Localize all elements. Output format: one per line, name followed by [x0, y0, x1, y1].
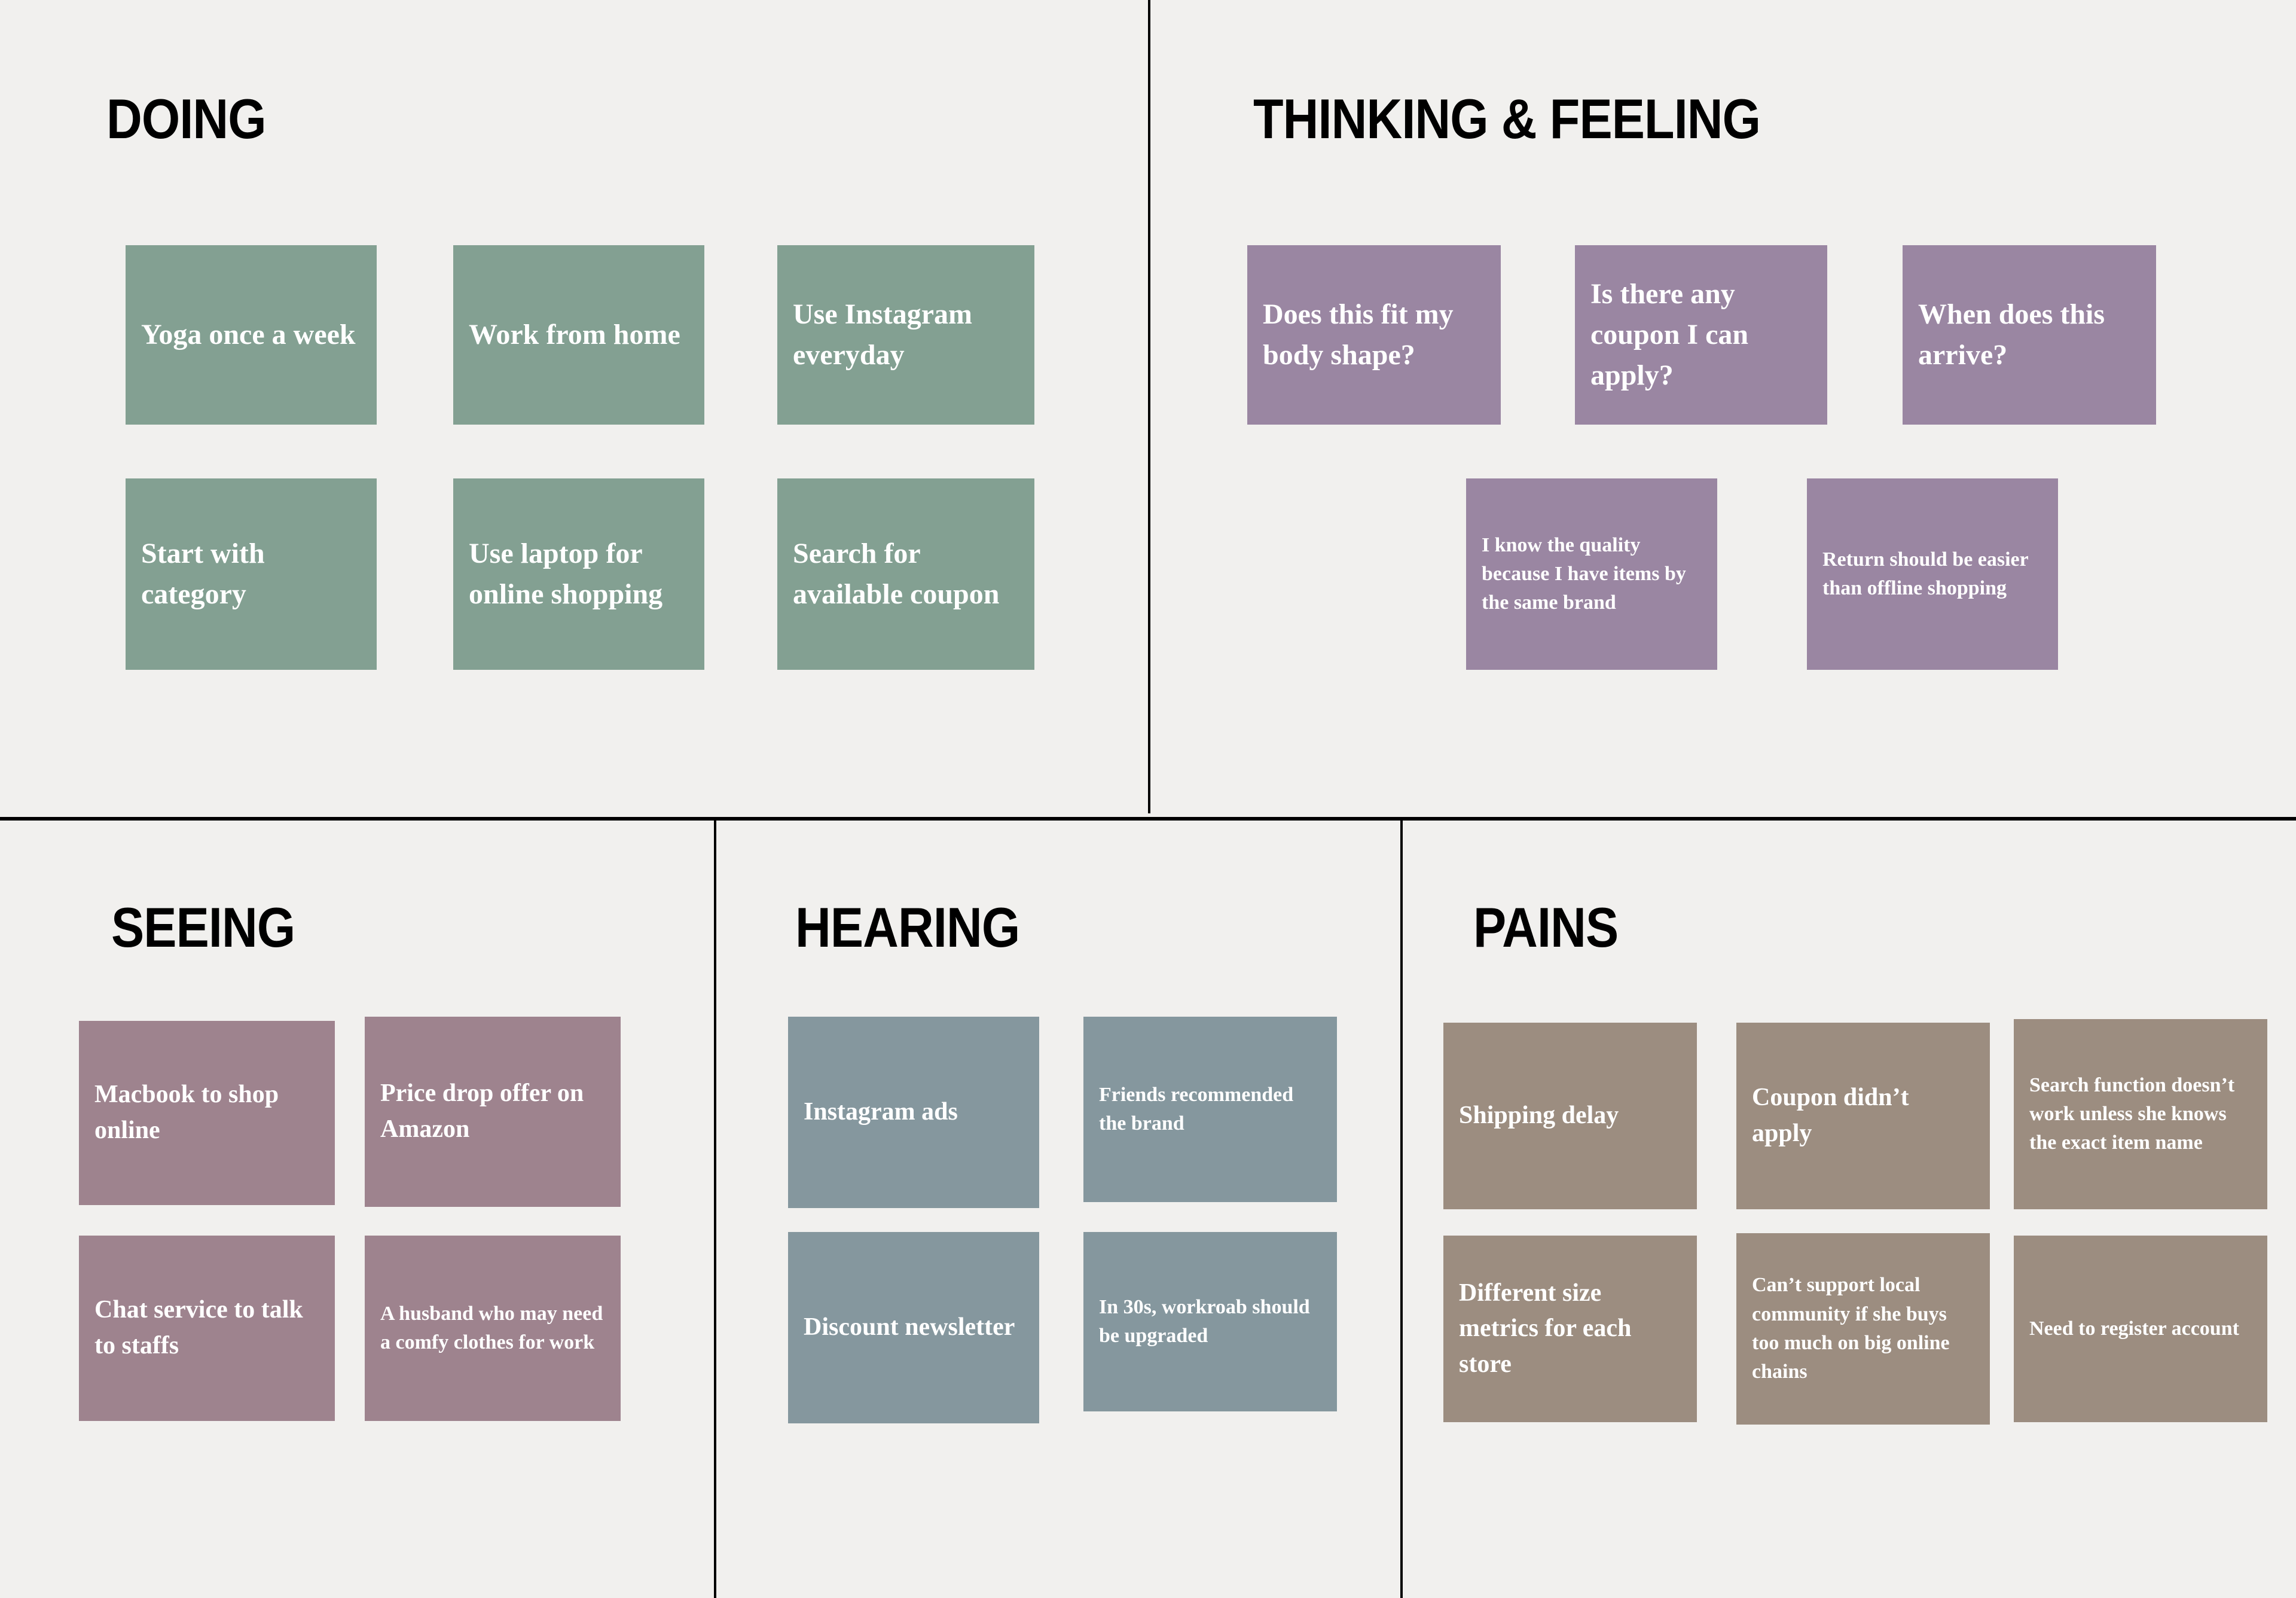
sticky-note-text: Yoga once a week — [141, 318, 356, 350]
quadrant-seeing: SEEING — [0, 821, 714, 1598]
sticky-note-thinking[interactable]: Is there any coupon I can apply? — [1575, 245, 1827, 425]
quadrant-pains: PAINS — [1403, 821, 2296, 1598]
sticky-note-seeing[interactable]: Price drop offer on Amazon — [365, 1017, 621, 1207]
sticky-note-text: Search function doesn’t work unless she … — [2029, 1074, 2235, 1154]
sticky-note-text: Instagram ads — [804, 1098, 958, 1126]
sticky-note-text: Macbook to shop online — [94, 1081, 279, 1144]
sticky-note-pains[interactable]: Can’t support local community if she buy… — [1736, 1233, 1990, 1425]
divider-horizontal-main — [0, 817, 2296, 821]
sticky-note-doing[interactable]: Use laptop for online shopping — [453, 478, 704, 670]
divider-vertical-top — [1148, 0, 1150, 813]
sticky-note-pains[interactable]: Search function doesn’t work unless she … — [2014, 1019, 2267, 1209]
sticky-note-text: Coupon didn’t apply — [1752, 1084, 1909, 1147]
sticky-note-pains[interactable]: Shipping delay — [1443, 1023, 1697, 1209]
divider-vertical-pains — [1400, 821, 1403, 1598]
sticky-note-text: Friends recommended the brand — [1099, 1083, 1294, 1135]
sticky-note-text: Use Instagram everyday — [793, 298, 972, 371]
sticky-note-hearing[interactable]: Friends recommended the brand — [1083, 1017, 1337, 1202]
sticky-note-doing[interactable]: Search for available coupon — [777, 478, 1034, 670]
sticky-note-text: Different size metrics for each store — [1459, 1279, 1632, 1378]
sticky-note-text: Return should be easier than offline sho… — [1822, 548, 2029, 599]
sticky-note-text: Does this fit my body shape? — [1263, 298, 1454, 371]
sticky-note-doing[interactable]: Use Instagram everyday — [777, 245, 1034, 425]
sticky-note-text: Search for available coupon — [793, 537, 1000, 610]
sticky-note-text: Price drop offer on Amazon — [380, 1079, 584, 1143]
sticky-note-text: When does this arrive? — [1918, 298, 2105, 371]
sticky-note-doing[interactable]: Work from home — [453, 245, 704, 425]
sticky-note-hearing[interactable]: Discount newsletter — [788, 1232, 1039, 1423]
quadrant-hearing: HEARING — [716, 821, 1400, 1598]
sticky-note-text: Chat service to talk to staffs — [94, 1296, 303, 1359]
sticky-note-thinking[interactable]: Does this fit my body shape? — [1247, 245, 1501, 425]
sticky-note-text: Can’t support local community if she buy… — [1752, 1274, 1950, 1383]
sticky-note-doing[interactable]: Yoga once a week — [126, 245, 377, 425]
sticky-note-text: Is there any coupon I can apply? — [1590, 277, 1749, 392]
sticky-note-thinking[interactable]: When does this arrive? — [1903, 245, 2156, 425]
sticky-note-text: Shipping delay — [1459, 1102, 1619, 1130]
sticky-note-doing[interactable]: Start with category — [126, 478, 377, 670]
sticky-note-text: Use laptop for online shopping — [469, 537, 663, 610]
sticky-note-text: Discount newsletter — [804, 1313, 1015, 1341]
sticky-note-pains[interactable]: Coupon didn’t apply — [1736, 1023, 1990, 1209]
sticky-note-thinking[interactable]: Return should be easier than offline sho… — [1807, 478, 2058, 670]
sticky-note-text: A husband who may need a comfy clothes f… — [380, 1302, 603, 1353]
divider-vertical-seeing — [714, 821, 716, 1598]
sticky-note-pains[interactable]: Need to register account — [2014, 1236, 2267, 1422]
quadrant-title-doing: DOING — [106, 87, 267, 150]
sticky-note-seeing[interactable]: Chat service to talk to staffs — [79, 1236, 335, 1421]
sticky-note-seeing[interactable]: A husband who may need a comfy clothes f… — [365, 1236, 621, 1421]
sticky-note-seeing[interactable]: Macbook to shop online — [79, 1021, 335, 1205]
quadrant-title-thinking-feeling: THINKING & FEELING — [1253, 87, 1761, 150]
quadrant-doing: DOING — [0, 0, 1148, 817]
sticky-note-thinking[interactable]: I know the quality because I have items … — [1466, 478, 1717, 670]
quadrant-title-seeing: SEEING — [111, 896, 295, 959]
sticky-note-text: I know the quality because I have items … — [1482, 533, 1686, 614]
sticky-note-text: Work from home — [469, 318, 680, 350]
sticky-note-text: In 30s, workroab should be upgraded — [1099, 1295, 1310, 1347]
sticky-note-pains[interactable]: Different size metrics for each store — [1443, 1236, 1697, 1422]
quadrant-title-hearing: HEARING — [795, 896, 1020, 959]
quadrant-title-pains: PAINS — [1473, 896, 1619, 959]
sticky-note-text: Start with category — [141, 537, 265, 610]
sticky-note-text: Need to register account — [2029, 1317, 2239, 1340]
quadrant-thinking-feeling: THINKING & FEELING — [1150, 0, 2296, 817]
sticky-note-hearing[interactable]: Instagram ads — [788, 1017, 1039, 1208]
sticky-note-hearing[interactable]: In 30s, workroab should be upgraded — [1083, 1232, 1337, 1411]
